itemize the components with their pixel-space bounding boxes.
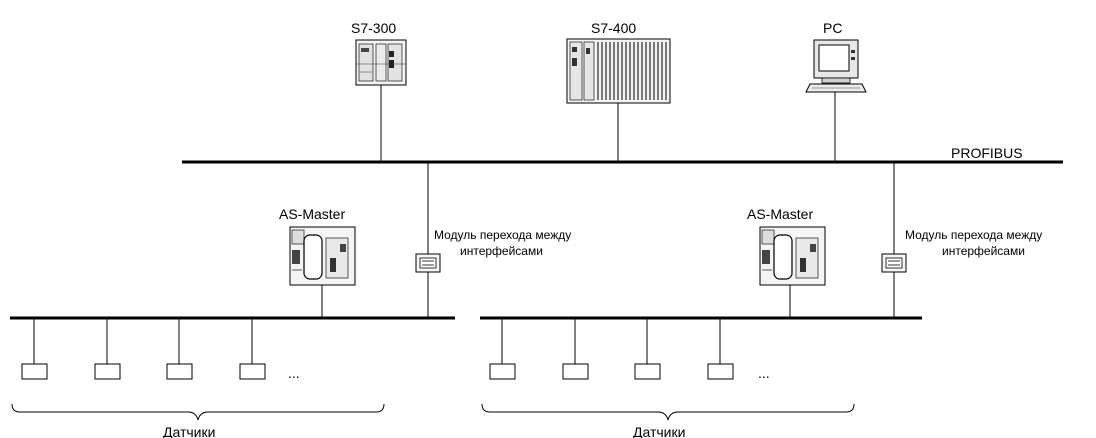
computer-icon <box>806 40 866 92</box>
gateway-icon <box>882 254 906 272</box>
sensor-box <box>490 364 515 379</box>
s7-300-icon <box>356 40 406 85</box>
as-segment-1: AS-Master Модуль перехода между интерфей… <box>10 162 571 438</box>
s7-300-label: S7-300 <box>351 20 396 36</box>
sensor-box <box>167 364 192 379</box>
sensors-label: Датчики <box>633 424 685 438</box>
sensors-label: Датчики <box>163 424 215 438</box>
sensor-ellipsis: ... <box>758 365 770 381</box>
s7-400-icon <box>567 39 670 103</box>
s7-400-label: S7-400 <box>591 20 636 36</box>
sensor-box <box>22 364 47 379</box>
s7-400-device: S7-400 <box>567 20 670 162</box>
sensors-brace <box>12 404 384 420</box>
sensor-box <box>563 364 588 379</box>
gateway-label-line2: интерфейсами <box>942 244 1025 258</box>
sensors-brace <box>482 404 854 420</box>
pc-label: PC <box>823 20 842 36</box>
as-master-icon <box>760 227 825 285</box>
gateway-label-line2: интерфейсами <box>460 244 543 258</box>
gateway-icon <box>416 254 440 272</box>
as-master-icon <box>290 227 355 285</box>
as-master-label: AS-Master <box>279 206 345 222</box>
profibus-label: PROFIBUS <box>951 145 1023 161</box>
sensor-box <box>95 364 120 379</box>
as-master-label: AS-Master <box>747 206 813 222</box>
s7-300-device: S7-300 <box>351 20 406 162</box>
gateway-label-line1: Модуль перехода между <box>434 228 571 242</box>
sensor-box <box>708 364 733 379</box>
sensor-box <box>240 364 265 379</box>
pc-device: PC <box>806 20 866 162</box>
sensor-ellipsis: ... <box>288 365 300 381</box>
sensor-box <box>635 364 660 379</box>
as-segment-2: AS-Master Модуль перехода между интерфей… <box>480 162 1042 438</box>
gateway-label-line1: Модуль перехода между <box>905 228 1042 242</box>
